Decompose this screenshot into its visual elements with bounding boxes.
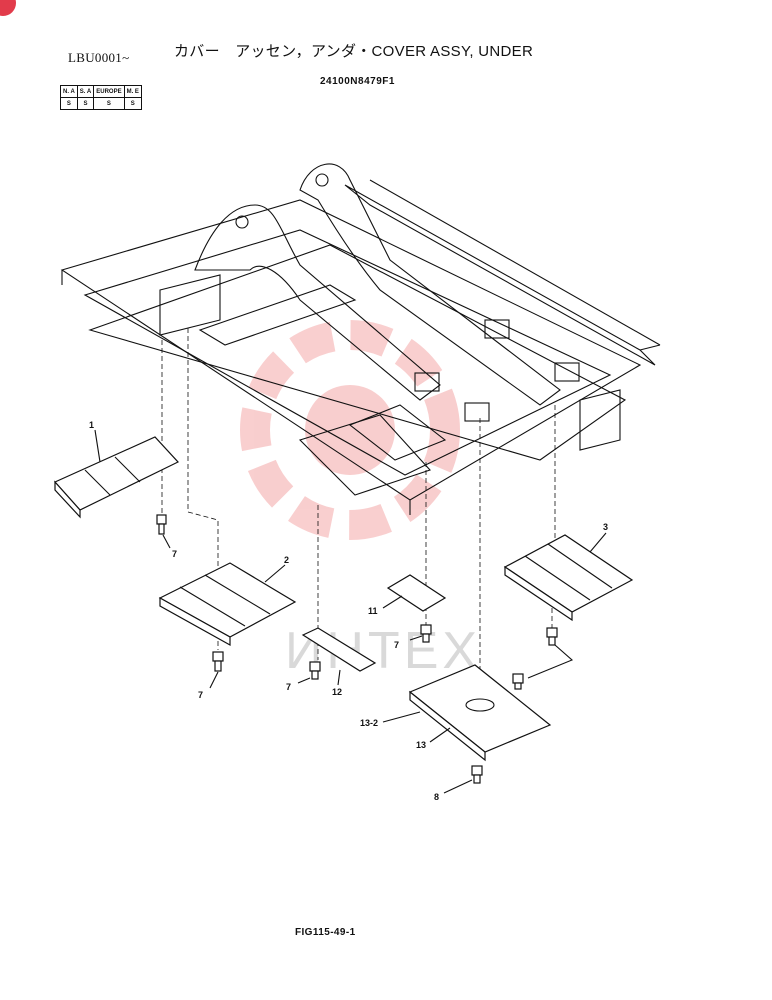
region-value: S — [93, 97, 125, 110]
region-value: S — [123, 97, 142, 110]
alignment-lines — [161, 328, 556, 700]
region-header: S. A — [76, 85, 95, 98]
callout-leaders — [94, 429, 607, 794]
watermark-logo — [240, 320, 460, 540]
bolt-7c — [420, 624, 432, 643]
cover-plate-2 — [158, 562, 297, 647]
region-value: S — [76, 97, 95, 110]
page-title: カバー アッセン，アンダ・COVER ASSY, UNDER — [174, 43, 534, 60]
callout-7a: 7 — [172, 549, 177, 559]
callout-11: 11 — [368, 606, 378, 616]
cover-plate-3 — [503, 534, 634, 622]
serial-range: LBU0001~ — [68, 50, 130, 65]
callout-8: 8 — [434, 792, 439, 802]
callout-12: 12 — [332, 687, 342, 697]
callout-2: 2 — [284, 555, 289, 565]
cover-plate-11 — [386, 574, 447, 612]
bolt-7-12 — [309, 661, 321, 680]
cover-plate-1 — [54, 436, 179, 519]
region-value: S — [60, 97, 78, 110]
bolt-8 — [471, 765, 483, 784]
part-number: 24100N8479F1 — [320, 76, 395, 87]
cover-plate-13 — [408, 664, 552, 762]
callout-7c: 7 — [394, 640, 399, 650]
figure-number: FIG115-49-1 — [295, 927, 356, 938]
callout-13: 13 — [416, 740, 426, 750]
bolt-7a — [156, 514, 167, 535]
machine-frame — [60, 163, 661, 515]
bolt-7b — [212, 651, 224, 672]
cover-plate-12 — [301, 627, 377, 672]
callout-3: 3 — [603, 522, 608, 532]
callout-13-2: 13-2 — [360, 718, 378, 728]
region-value-row: S S S S — [60, 97, 142, 110]
bolt-7d — [546, 627, 558, 646]
corner-badge — [0, 0, 16, 16]
callout-7d: 7 — [286, 682, 291, 692]
callout-7b: 7 — [198, 690, 203, 700]
region-table: N. A S. A EUROPE M. E S S S S — [60, 85, 142, 110]
callout-1: 1 — [89, 420, 94, 430]
